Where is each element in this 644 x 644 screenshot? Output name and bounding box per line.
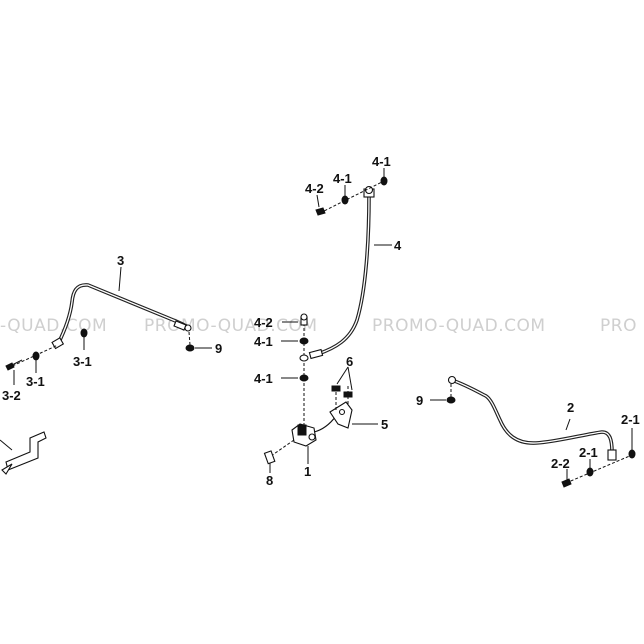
label-3-2: 3-2 <box>2 388 21 403</box>
bolt-4-2 <box>315 207 326 216</box>
label-4-2: 4-2 <box>254 315 273 330</box>
washer-3-1 <box>80 328 88 338</box>
brake-line-4 <box>308 185 375 360</box>
washer-2-1 <box>586 467 594 477</box>
label-2-1: 2-1 <box>579 445 598 460</box>
brake-line-2 <box>447 375 617 461</box>
washer-4-1 <box>299 337 309 345</box>
bolt-3-2 <box>5 359 23 371</box>
watermark-text: PRO <box>600 316 637 336</box>
junction-block-1 <box>291 415 337 447</box>
bracket-5 <box>329 401 353 429</box>
frame-bracket <box>0 431 47 475</box>
label-5: 5 <box>381 417 388 432</box>
label-4-1: 4-1 <box>372 154 391 169</box>
watermark: -QUAD.COM PROMO-QUAD.COM PROMO-QUAD.COM … <box>0 316 637 336</box>
label-6: 6 <box>346 354 353 369</box>
washer-3-1 <box>32 351 40 361</box>
washer-9 <box>185 344 195 352</box>
label-2-1: 2-1 <box>621 412 640 427</box>
label-9: 9 <box>416 393 423 408</box>
washer-4-1 <box>299 374 309 382</box>
bolt-8 <box>263 439 295 465</box>
label-3-1: 3-1 <box>26 374 45 389</box>
label-2: 2 <box>567 400 574 415</box>
label-3: 3 <box>117 253 124 268</box>
label-4-1: 4-1 <box>254 334 273 349</box>
watermark-text: -QUAD.COM <box>0 316 107 336</box>
watermark-text: PROMO-QUAD.COM <box>372 316 546 336</box>
label-8: 8 <box>266 473 273 488</box>
washer-4-1 <box>380 176 388 186</box>
label-3-1: 3-1 <box>73 354 92 369</box>
label-4: 4 <box>394 238 402 253</box>
label-4-1: 4-1 <box>333 171 352 186</box>
washer-9 <box>446 396 456 404</box>
bolt-4-2 <box>300 313 308 326</box>
brake-line-3 <box>51 283 192 350</box>
bolt-2-2 <box>561 478 572 488</box>
bolt-6 <box>331 385 353 398</box>
label-9: 9 <box>215 341 222 356</box>
washer-2-1 <box>628 449 636 459</box>
label-2-2: 2-2 <box>551 456 570 471</box>
label-4-2: 4-2 <box>305 181 324 196</box>
callout-labels: 3 3-1 3-1 3-2 9 4-1 4-1 4-2 4 4-2 4-1 4-… <box>2 154 640 488</box>
washer-4-1 <box>341 195 349 205</box>
label-1: 1 <box>304 464 311 479</box>
label-4-1: 4-1 <box>254 371 273 386</box>
